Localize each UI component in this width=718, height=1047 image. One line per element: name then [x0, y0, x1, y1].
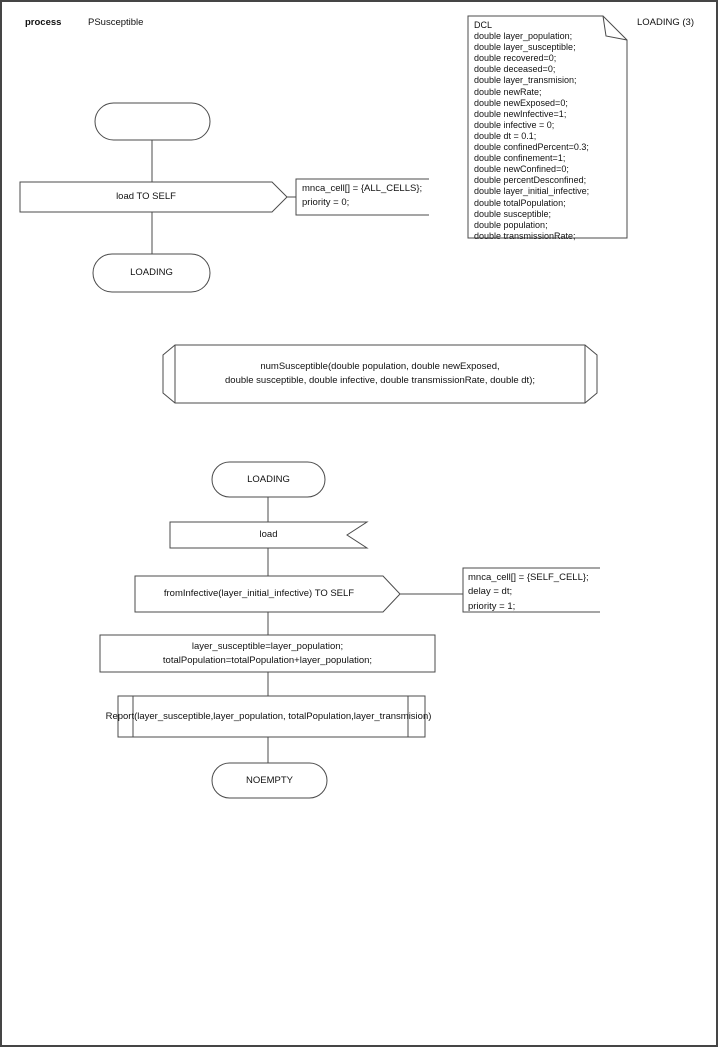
dcl-fold-icon	[602, 15, 628, 41]
annotation1-symbol[interactable]	[295, 178, 429, 216]
annotation2-text: mnca_cell[] = {SELF_CELL};delay = dt; pri…	[468, 571, 589, 614]
annotation1-line: mnca_cell[] = {ALL_CELLS};	[302, 183, 423, 194]
dcl-line: double confinedPercent=0.3;	[474, 142, 589, 153]
annotation1-line: priority = 0;	[302, 197, 350, 209]
procedure-line: double susceptible, double infective, do…	[225, 375, 535, 386]
dcl-line: double population;	[474, 219, 548, 230]
procedure-call-side-bars	[132, 696, 409, 737]
task-symbol[interactable]	[99, 634, 436, 673]
dcl-line: double dt = 0.1;	[474, 130, 537, 141]
procedure-line: numSusceptible(double population, double…	[260, 361, 500, 372]
dcl-line: double layer_susceptible;	[474, 42, 576, 53]
input-load-label: load	[259, 529, 278, 540]
output-load-to-self-symbol[interactable]	[19, 181, 288, 213]
procedure-declaration-text: numSusceptible(double population, double…	[163, 345, 597, 403]
dcl-text-symbol[interactable]	[467, 15, 628, 239]
task-line: layer_susceptible=layer_population;	[191, 640, 344, 652]
start-state-symbol[interactable]	[94, 102, 211, 141]
dcl-line: double susceptible;	[474, 208, 552, 219]
dcl-line: double transmissionRate;	[474, 230, 576, 241]
dcl-line: double recovered=0;	[474, 53, 557, 64]
dcl-line: double layer_initial_infective;	[474, 186, 590, 197]
procedure-call-report-symbol[interactable]	[117, 695, 426, 738]
dcl-line: double newConfined=0;	[474, 164, 569, 175]
dcl-line: DCL	[474, 20, 493, 30]
dcl-line: double newRate;	[474, 86, 542, 97]
dcl-line: double infective = 0;	[474, 119, 555, 130]
dcl-line: double totalPopulation;	[474, 197, 566, 208]
annotation2-symbol[interactable]	[462, 567, 600, 613]
dcl-line: double deceased=0;	[474, 64, 556, 75]
task-line: totalPopulation=totalPopulation+layer_po…	[162, 654, 373, 666]
process-kind-label: process	[25, 17, 62, 28]
process-name-label: PSusceptible	[88, 17, 144, 28]
dcl-line: double newInfective=1;	[474, 108, 567, 119]
annotation2-line: delay = dt;	[468, 586, 513, 598]
state-loading1-label: LOADING	[130, 267, 173, 278]
output-from-infective-label: fromInfective(layer_initial_infective) T…	[163, 588, 355, 599]
input-load-symbol[interactable]	[169, 521, 369, 549]
dcl-line: double confinement=1;	[474, 153, 566, 164]
state-loading2-label: LOADING	[247, 473, 290, 485]
task-text: layer_susceptible=layer_population;total…	[100, 635, 435, 672]
output-load-to-self-label: load TO SELF	[116, 191, 176, 202]
dcl-line: double layer_transmision;	[474, 75, 577, 86]
dcl-line: double layer_population;	[474, 31, 573, 42]
output-from-infective-symbol[interactable]	[134, 575, 401, 613]
state-noempty-label: NOEMPTY	[246, 774, 293, 786]
state-noempty-symbol[interactable]	[211, 762, 328, 799]
page-label: LOADING (3)	[637, 17, 695, 28]
annotation2-line: priority = 1;	[468, 600, 516, 612]
report-call-label: Report(layer_susceptible,layer_populatio…	[105, 710, 432, 722]
dcl-line: double percentDesconfined;	[474, 175, 587, 186]
state-loading1-symbol[interactable]	[92, 253, 211, 293]
annotation2-line: mnca_cell[] = {SELF_CELL};	[468, 572, 589, 583]
procedure-inner-edges	[174, 345, 586, 403]
dcl-line: double newExposed=0;	[474, 97, 568, 108]
annotation1-text: mnca_cell[] = {ALL_CELLS}; priority = 0;	[302, 182, 422, 211]
